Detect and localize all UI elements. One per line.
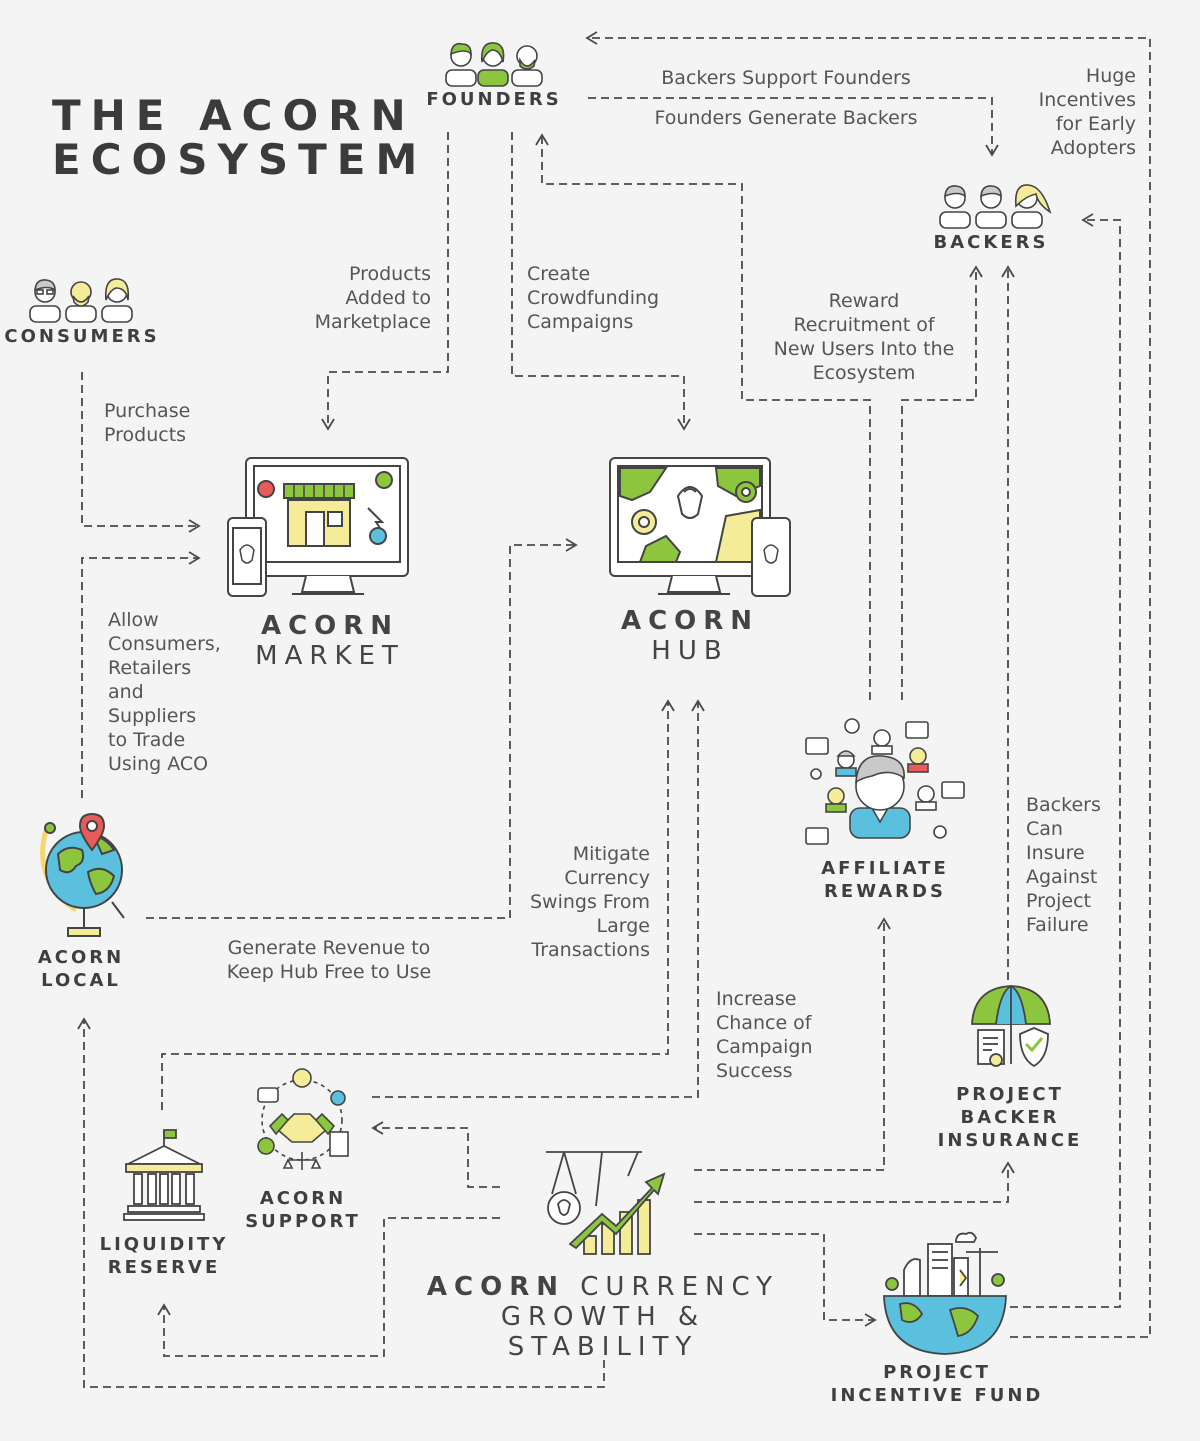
edge-founders-backers bbox=[588, 97, 999, 157]
liquidity-reserve-label: LIQUIDITY RESERVE bbox=[99, 1234, 229, 1278]
world-city-icon bbox=[883, 1231, 1007, 1355]
edge-affiliate-to-backers bbox=[901, 265, 983, 700]
edge-liquidity-to-hub bbox=[161, 699, 675, 1110]
edge-currency-to-affiliate bbox=[694, 917, 891, 1171]
increase-chance-text: Increase Chance of Campaign Success bbox=[716, 988, 813, 1082]
growth-chart-icon bbox=[546, 1151, 666, 1255]
project-backer-insurance-label: PROJECT BACKER INSURANCE bbox=[937, 1084, 1083, 1151]
market-title-bold: ACORN bbox=[260, 611, 400, 641]
page-title: THE ACORN ECOSYSTEM bbox=[52, 91, 428, 184]
edge-currency-to-fund bbox=[694, 1233, 877, 1327]
edge-founders-to-hub bbox=[511, 132, 691, 431]
reward-recruitment-text: Reward Recruitment of New Users Into the… bbox=[773, 290, 955, 384]
edge-affiliate-to-founders bbox=[535, 133, 871, 700]
handshake-icon bbox=[257, 1068, 349, 1170]
consumers-label: CONSUMERS bbox=[4, 326, 160, 347]
founders-label: FOUNDERS bbox=[426, 89, 562, 110]
edge-support-to-hub bbox=[372, 699, 705, 1098]
backers-support-founders-text: Backers Support Founders bbox=[661, 67, 911, 89]
hub-title-light: HUB bbox=[651, 636, 729, 666]
consumers-people-icon bbox=[29, 278, 133, 323]
backers-insure-text: Backers Can Insure Against Project Failu… bbox=[1026, 794, 1101, 936]
acorn-support-label: ACORN SUPPORT bbox=[245, 1188, 361, 1232]
mitigate-swings-text: Mitigate Currency Swings From Large Tran… bbox=[530, 843, 650, 961]
edge-local-to-market bbox=[81, 551, 201, 798]
currency-title-bold: ACORN bbox=[426, 1272, 566, 1302]
acorn-local-label: ACORN LOCAL bbox=[37, 947, 125, 991]
backers-label: BACKERS bbox=[933, 232, 1049, 253]
hub-title-bold: ACORN bbox=[620, 606, 760, 636]
globe-icon bbox=[40, 812, 125, 937]
founders-people-icon bbox=[445, 42, 543, 87]
hub-computer-icon bbox=[609, 457, 791, 597]
edge-local-to-hub bbox=[146, 538, 578, 919]
hub-title: ACORN HUB bbox=[580, 606, 800, 666]
umbrella-shield-icon bbox=[971, 984, 1051, 1068]
affiliate-network-icon bbox=[805, 718, 965, 845]
backers-people-icon bbox=[939, 184, 1052, 229]
currency-title-light-2: GROWTH & STABILITY bbox=[500, 1302, 706, 1362]
allow-consumers-text: Allow Consumers, Retailers and Suppliers… bbox=[108, 609, 221, 775]
generate-revenue-text: Generate Revenue to Keep Hub Free to Use bbox=[226, 937, 432, 983]
market-computer-icon bbox=[227, 457, 409, 597]
affiliate-rewards-label: AFFILIATE REWARDS bbox=[821, 858, 949, 902]
project-incentive-fund-label: PROJECT INCENTIVE FUND bbox=[830, 1362, 1044, 1406]
edge-currency-to-support bbox=[371, 1121, 500, 1188]
edge-currency-to-local bbox=[77, 1017, 605, 1388]
edge-consumers-to-market bbox=[81, 372, 201, 533]
edge-currency-to-liquidity bbox=[157, 1217, 500, 1357]
founders-generate-backers-text: Founders Generate Backers bbox=[654, 107, 918, 129]
edge-fund-to-founders bbox=[585, 31, 1151, 1338]
create-crowdfunding-text: Create Crowdfunding Campaigns bbox=[527, 263, 660, 333]
market-title-light: MARKET bbox=[255, 641, 405, 671]
currency-title: ACORN CURRENCY GROWTH & STABILITY bbox=[400, 1272, 806, 1362]
bank-icon bbox=[123, 1129, 205, 1221]
huge-incentives-text: Huge Incentives for Early Adopters bbox=[1038, 65, 1136, 159]
market-title: ACORN MARKET bbox=[220, 611, 440, 671]
purchase-products-text: Purchase Products bbox=[104, 400, 191, 446]
currency-title-light-1: CURRENCY bbox=[580, 1272, 780, 1302]
edge-currency-to-insurance bbox=[694, 1161, 1015, 1203]
edge-backers-to-founders bbox=[1010, 213, 1121, 1308]
products-added-text: Products Added to Marketplace bbox=[314, 263, 431, 333]
edge-founders-to-market bbox=[321, 132, 449, 431]
